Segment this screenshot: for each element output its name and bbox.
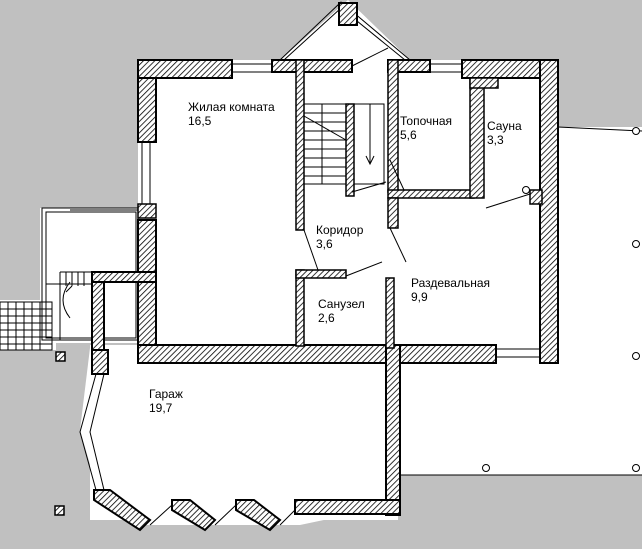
interior-walls	[137, 59, 543, 349]
wall-top-left	[137, 59, 233, 79]
wall-sauna-bottom	[529, 189, 543, 205]
room-name: Топочная	[400, 114, 453, 128]
door-boiler-in	[389, 159, 405, 191]
wall-boiler-left	[387, 59, 399, 193]
door-bath	[345, 261, 383, 277]
terrace-post	[632, 464, 640, 472]
porch-post	[55, 351, 66, 362]
room-area: 5,6	[400, 128, 417, 142]
room-name: Гараж	[149, 387, 183, 401]
room-name: Коридор	[316, 223, 364, 237]
outside-stairs	[0, 301, 53, 351]
door-dressing	[389, 227, 407, 263]
door-sauna	[485, 193, 531, 209]
room-label-sauna: Сауна 3,3	[487, 119, 522, 147]
wall-living-post	[137, 203, 157, 219]
garage-bay-walls	[93, 489, 282, 532]
terrace-floor	[400, 127, 642, 475]
room-area: 3,6	[316, 237, 333, 251]
wall-garage-post	[91, 349, 109, 375]
wall-stair-left	[295, 59, 305, 231]
wall-sauna-left	[469, 77, 485, 199]
windows	[141, 63, 540, 358]
stair-floor	[0, 300, 56, 350]
wall-bath-left	[295, 269, 305, 347]
wall-garage-bottom	[294, 499, 401, 515]
door-boiler	[351, 181, 387, 193]
terrace-post	[632, 127, 640, 135]
wall-garage-left	[91, 271, 105, 353]
room-area: 3,3	[487, 133, 504, 147]
wall-top-mid	[271, 59, 353, 73]
room-area: 16,5	[188, 114, 212, 128]
exterior-walls	[91, 59, 559, 516]
room-area: 2,6	[318, 311, 335, 325]
interior-stairs	[303, 103, 385, 185]
wall-porch-top	[91, 271, 157, 283]
wall-boiler-bottom	[387, 189, 475, 199]
room-name: Сауна	[487, 119, 522, 133]
wall-bath-right	[385, 277, 395, 349]
terrace-post	[632, 352, 640, 360]
garage-bay-outline	[79, 373, 296, 526]
terrace-post	[632, 240, 640, 248]
doors	[303, 47, 531, 277]
wall-bath-top	[295, 269, 347, 279]
room-area: 9,9	[411, 290, 428, 304]
wall-left-lower	[137, 219, 157, 363]
wall-sauna-inner	[469, 77, 499, 89]
room-label-garage: Гараж 19,7	[149, 387, 183, 415]
door-corridor	[303, 229, 319, 271]
bay-post	[338, 2, 358, 26]
room-name: Санузел	[318, 297, 365, 311]
door-bay	[351, 47, 389, 67]
room-label-dressing-room: Раздевальная 9,9	[411, 276, 490, 304]
room-label-living-room: Жилая комната 16,5	[188, 100, 275, 128]
stair-rail	[345, 103, 355, 197]
terrace-post	[522, 186, 530, 194]
yard-post	[54, 505, 65, 516]
bay-floor	[280, 0, 410, 60]
room-label-boiler-room: Топочная 5,6	[400, 114, 452, 142]
room-label-corridor: Коридор 3,6	[316, 223, 363, 251]
wall-dressing-top	[387, 197, 399, 229]
room-name: Жилая комната	[188, 100, 275, 114]
garage-bay-floor	[80, 348, 395, 525]
terrace-post	[482, 464, 490, 472]
wall-right	[539, 59, 559, 364]
room-label-bathroom: Санузел 2,6	[318, 297, 365, 325]
room-name: Раздевальная	[411, 276, 491, 290]
room-area: 19,7	[149, 401, 173, 415]
wall-garage-right	[385, 344, 401, 516]
wall-bottom-house	[137, 344, 497, 364]
